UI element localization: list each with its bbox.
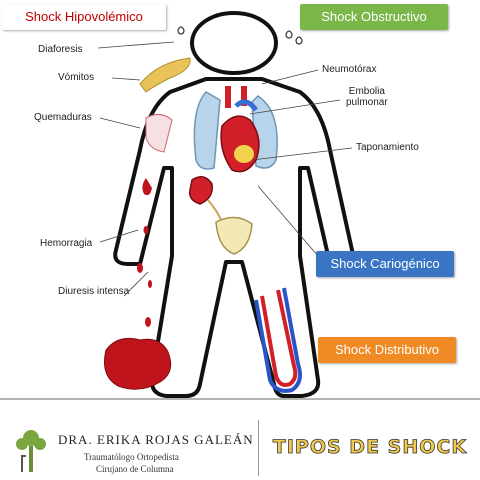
leg-vein [254,287,302,393]
label-diuresis: Diuresis intensa [58,286,130,297]
tree-logo-icon [16,430,46,472]
head [190,11,278,75]
burn-area [145,114,173,153]
tag-shock-cariogenico: Shock Cariogénico [316,251,454,277]
label-neumotorax: Neumotórax [322,64,377,75]
footer-divider [258,420,259,476]
footer-banner [0,398,480,480]
leg-artery [260,289,298,387]
doctor-name: DRA. ERIKA ROJAS GALEÁN [58,432,254,447]
vomit-splash [139,57,191,93]
blood-pool [104,337,172,390]
label-embolia-line1: Embolia [348,86,385,97]
label-vomitos: Vómitos [58,72,95,83]
left-lung [193,91,221,170]
specialty-line-2: Cirujano de Columna [96,464,174,474]
sweat-drops-icon [177,26,303,45]
body-illustration [97,11,355,398]
tag-shock-obstructivo: Shock Obstructivo [300,4,448,30]
specialty-line-1: Traumatólogo Ortopedista [84,452,179,462]
bladder [215,216,253,255]
label-embolia-line2: pulmonar [346,97,388,108]
heart-fluid [234,145,254,163]
label-taponamiento: Taponamiento [356,142,419,153]
pulmonary-artery [234,99,259,112]
tag-shock-hipovolemico: Shock Hipovolémico [2,4,166,30]
label-hemorragia: Hemorragia [40,238,93,249]
footer-title: TIPOS DE SHOCK [272,436,468,459]
label-quemaduras: Quemaduras [34,112,92,123]
label-diaforesis: Diaforesis [38,44,83,55]
kidney [188,176,213,205]
label-embolia-pulmonar: Embolia pulmonar [346,86,388,108]
tag-shock-distributivo: Shock Distributivo [318,337,456,363]
pointer-lines [97,41,353,297]
